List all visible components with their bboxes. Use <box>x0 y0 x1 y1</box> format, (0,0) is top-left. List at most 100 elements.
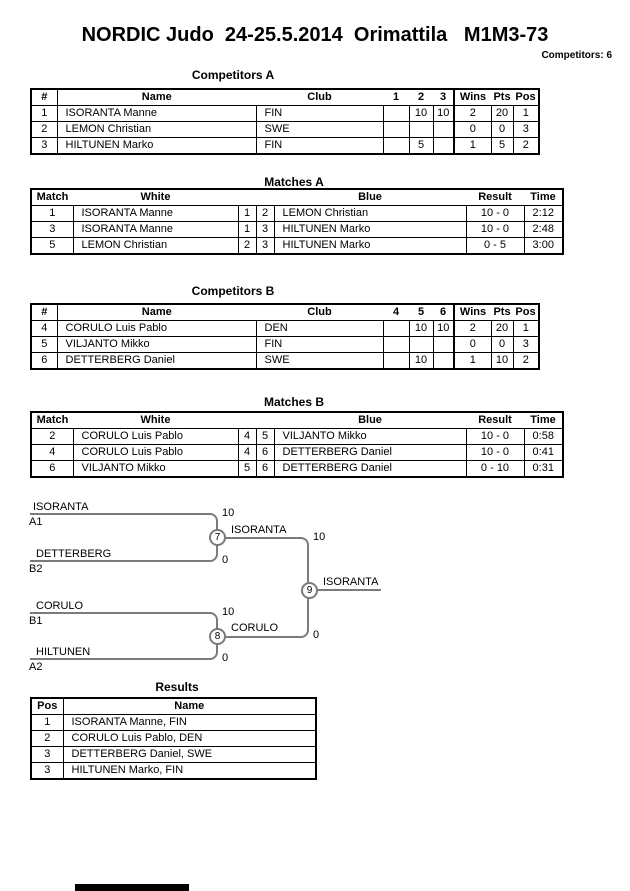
cell-pos: 3 <box>512 121 540 138</box>
cell-match-no: 6 <box>30 460 74 478</box>
col-header-club: Club <box>256 89 383 106</box>
cell-wins: 1 <box>453 137 492 155</box>
cell-pts: 0 <box>490 121 514 138</box>
col-header-name: Name <box>63 698 316 715</box>
competitors-b-heading: Competitors B <box>191 284 275 298</box>
cell-vs-3: 10 <box>432 105 455 122</box>
cell-name: ISORANTA Manne <box>56 105 257 122</box>
header-row: Pos Name <box>31 698 316 715</box>
cell-name: DETTERBERG Daniel, SWE <box>62 746 317 763</box>
result-row: 3 DETTERBERG Daniel, SWE <box>30 746 317 763</box>
competitor-row: 6 DETTERBERG Daniel SWE 10 1 10 2 <box>30 352 540 370</box>
cell-vs-5: 10 <box>408 352 434 370</box>
cell-name: VILJANTO Mikko <box>56 336 257 353</box>
col-header-1: 1 <box>383 89 409 106</box>
cell-time: 0:41 <box>523 444 564 461</box>
header-row: Match White Blue Result Time <box>31 189 563 206</box>
cell-pos: 2 <box>30 730 64 747</box>
cell-name: CORULO Luis Pablo, DEN <box>62 730 317 747</box>
col-header-blue: Blue <box>274 412 466 429</box>
competitor-row: 5 VILJANTO Mikko FIN 0 0 3 <box>30 336 540 353</box>
col-header-name: Name <box>57 89 256 106</box>
match-row: 4 CORULO Luis Pablo 4 6 DETTERBERG Danie… <box>30 444 564 461</box>
cell-pos: 2 <box>512 137 540 155</box>
bracket-score: 10 <box>313 531 326 543</box>
cell-pos: 1 <box>512 320 540 337</box>
cell-blue-num: 3 <box>255 237 275 255</box>
competitor-row: 2 LEMON Christian SWE 0 0 3 <box>30 121 540 138</box>
cell-time: 2:48 <box>523 221 564 238</box>
bracket-seed-code: A2 <box>29 661 43 673</box>
cell-blue-name: DETTERBERG Daniel <box>273 444 467 461</box>
bracket-score: 0 <box>222 554 229 566</box>
cell-club: FIN <box>255 137 384 155</box>
cell-pos: 1 <box>30 714 64 731</box>
cell-blue-num: 5 <box>255 428 275 445</box>
cell-name: DETTERBERG Daniel <box>56 352 257 370</box>
col-header-num: # <box>31 89 58 106</box>
cell-club: FIN <box>255 105 384 122</box>
cell-wins: 0 <box>453 121 492 138</box>
header-row: # Name Club 1 2 3 Wins Pts Pos <box>31 89 539 106</box>
bracket-final-winner-name: ISORANTA <box>323 576 379 588</box>
col-header-blue: Blue <box>274 189 466 206</box>
bracket-seed-name: ISORANTA <box>33 501 89 513</box>
cell-club: SWE <box>255 121 384 138</box>
col-header-pos: Pos <box>513 304 539 321</box>
cell-wins: 1 <box>453 352 492 370</box>
bracket-score: 10 <box>222 507 235 519</box>
col-header-blue-num <box>256 189 274 206</box>
cell-match-no: 2 <box>30 428 74 445</box>
cell-wins: 2 <box>453 105 492 122</box>
col-header-4: 4 <box>383 304 409 321</box>
cell-blue-num: 6 <box>255 460 275 478</box>
cell-result: 0 - 10 <box>465 460 525 478</box>
bracket-score: 0 <box>222 652 229 664</box>
bracket-seed-code: B1 <box>29 615 43 627</box>
col-header-white-num <box>238 412 256 429</box>
cell-pos: 3 <box>30 762 64 780</box>
bracket-score: 0 <box>313 629 320 641</box>
cell-vs-3 <box>432 121 455 138</box>
cell-blue-num: 6 <box>255 444 275 461</box>
result-row: 1 ISORANTA Manne, FIN <box>30 714 317 731</box>
cell-vs-5 <box>408 336 434 353</box>
cell-white-num: 4 <box>237 428 257 445</box>
col-header-result: Result <box>466 189 524 206</box>
cell-club: DEN <box>255 320 384 337</box>
col-header-pts: Pts <box>491 89 513 106</box>
col-header-3: 3 <box>433 89 454 106</box>
page-title: NORDIC Judo 24-25.5.2014 Orimattila M1M3… <box>81 24 549 46</box>
cell-num: 3 <box>30 137 58 155</box>
col-header-name: Name <box>57 304 256 321</box>
cell-pts: 20 <box>490 105 514 122</box>
cell-white-num: 1 <box>237 221 257 238</box>
cell-vs-3 <box>432 137 455 155</box>
bracket-seed-name: HILTUNEN <box>36 646 91 658</box>
results-heading: Results <box>155 680 199 694</box>
cell-blue-name: HILTUNEN Marko <box>273 221 467 238</box>
cell-pts: 10 <box>490 352 514 370</box>
col-header-pos: Pos <box>31 698 64 715</box>
competitors-b-table: # Name Club 4 5 6 Wins Pts Pos 4 CORULO … <box>30 303 540 370</box>
cell-club: FIN <box>255 336 384 353</box>
cell-white-num: 4 <box>237 444 257 461</box>
cell-vs-4 <box>382 336 410 353</box>
cell-white-num: 1 <box>237 205 257 222</box>
col-header-pos: Pos <box>513 89 539 106</box>
results-table: Pos Name 1 ISORANTA Manne, FIN 2 CORULO … <box>30 697 317 780</box>
cell-result: 10 - 0 <box>465 428 525 445</box>
cell-pts: 20 <box>490 320 514 337</box>
cell-white-name: ISORANTA Manne <box>72 205 239 222</box>
competitors-a-heading: Competitors A <box>191 68 275 82</box>
cell-num: 5 <box>30 336 58 353</box>
cell-time: 0:31 <box>523 460 564 478</box>
cell-result: 10 - 0 <box>465 444 525 461</box>
cell-vs-2 <box>408 121 434 138</box>
cell-vs-4 <box>382 352 410 370</box>
bracket-line <box>218 590 309 638</box>
cell-vs-1 <box>382 121 410 138</box>
cell-match-no: 5 <box>30 237 74 255</box>
cell-vs-5: 10 <box>408 320 434 337</box>
cell-pos: 2 <box>512 352 540 370</box>
